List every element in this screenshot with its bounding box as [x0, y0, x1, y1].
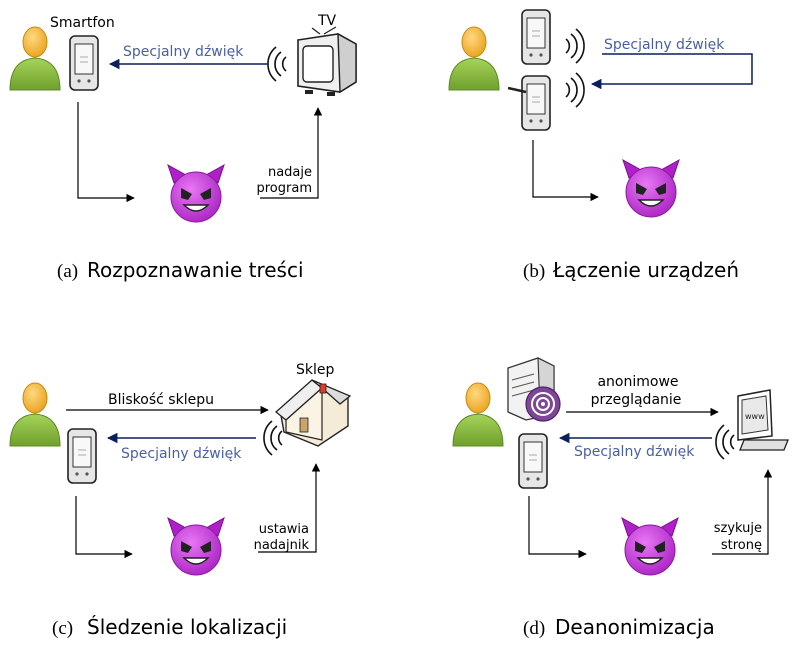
phone-to-attacker-arrow — [75, 496, 133, 559]
panel-a: Smartfon TV Specjalny dźwięk nadaje prog… — [9, 13, 357, 282]
sound-waves-icon — [263, 420, 283, 456]
attacker-to-tv-arrow — [260, 107, 323, 199]
house-icon — [274, 379, 352, 447]
caption-text: Rozpoznawanie treści — [87, 258, 304, 282]
devil-icon — [167, 517, 225, 576]
caption-letter: (c) — [52, 618, 73, 639]
person-icon — [9, 382, 61, 447]
person-icon — [452, 382, 504, 447]
person-icon — [448, 26, 500, 91]
attacker-to-shop-arrow — [258, 463, 321, 553]
shop-label: Sklep — [296, 362, 334, 378]
panel-b: Specjalny dźwięk (b) Łączenie urządzeń — [448, 9, 753, 282]
browser-screen-text: www — [745, 412, 765, 421]
caption-text: Śledzenie lokalizacji — [87, 615, 287, 639]
tv-icon — [297, 26, 357, 96]
smartphone-icon — [67, 428, 97, 484]
devices-to-attacker-arrow — [532, 140, 599, 202]
smartphone-icon — [69, 35, 99, 91]
panel-c: Sklep Bliskość sklepu Specjalny dźwięk u… — [9, 362, 352, 639]
tablet-icon — [507, 75, 551, 131]
sound-waves-icon — [715, 424, 735, 460]
browsing-line2: przeglądanie — [591, 392, 682, 408]
attacker-to-computer-arrow — [712, 469, 773, 555]
smartphone-icon — [521, 9, 551, 65]
caption-letter: (b) — [523, 261, 545, 282]
signal-label: Specjalny dźwięk — [121, 446, 242, 462]
sound-waves-icon — [565, 28, 585, 64]
sound-waves-icon — [267, 46, 287, 82]
signal-label: Specjalny dźwięk — [123, 44, 244, 60]
smartphone-icon — [518, 433, 548, 489]
transmitter-line2: nadajnik — [254, 538, 310, 553]
person-icon — [9, 26, 61, 91]
transmitter-line1: ustawia — [259, 522, 309, 537]
tv-label: TV — [317, 13, 337, 29]
devil-icon — [621, 517, 679, 576]
prepare-line1: szykuje — [714, 521, 762, 536]
caption-letter: (a) — [57, 261, 78, 282]
tor-icon — [525, 386, 561, 422]
signal-loop-arrow — [590, 53, 753, 90]
panel-d: www anonimowe przeglądanie Specjalny dźw… — [452, 357, 789, 639]
caption-letter: (d) — [523, 618, 545, 639]
signal-label: Specjalny dźwięk — [604, 37, 725, 53]
sound-waves-icon — [565, 72, 585, 108]
broadcast-line1: nadaje — [268, 165, 312, 180]
prepare-line2: stronę — [721, 538, 762, 553]
devil-icon — [622, 159, 680, 218]
broadcast-line2: program — [257, 181, 313, 196]
caption-text: Łączenie urządzeń — [552, 258, 739, 282]
devil-icon — [167, 164, 225, 223]
proximity-label: Bliskość sklepu — [108, 392, 214, 408]
computer-icon: www — [737, 389, 789, 451]
phone-to-attacker-arrow — [77, 102, 135, 203]
phone-to-attacker-arrow — [528, 496, 587, 559]
browsing-line1: anonimowe — [597, 374, 678, 390]
signal-label: Specjalny dźwięk — [574, 444, 695, 460]
caption-text: Deanonimizacja — [555, 615, 715, 639]
smartphone-label: Smartfon — [50, 15, 115, 31]
